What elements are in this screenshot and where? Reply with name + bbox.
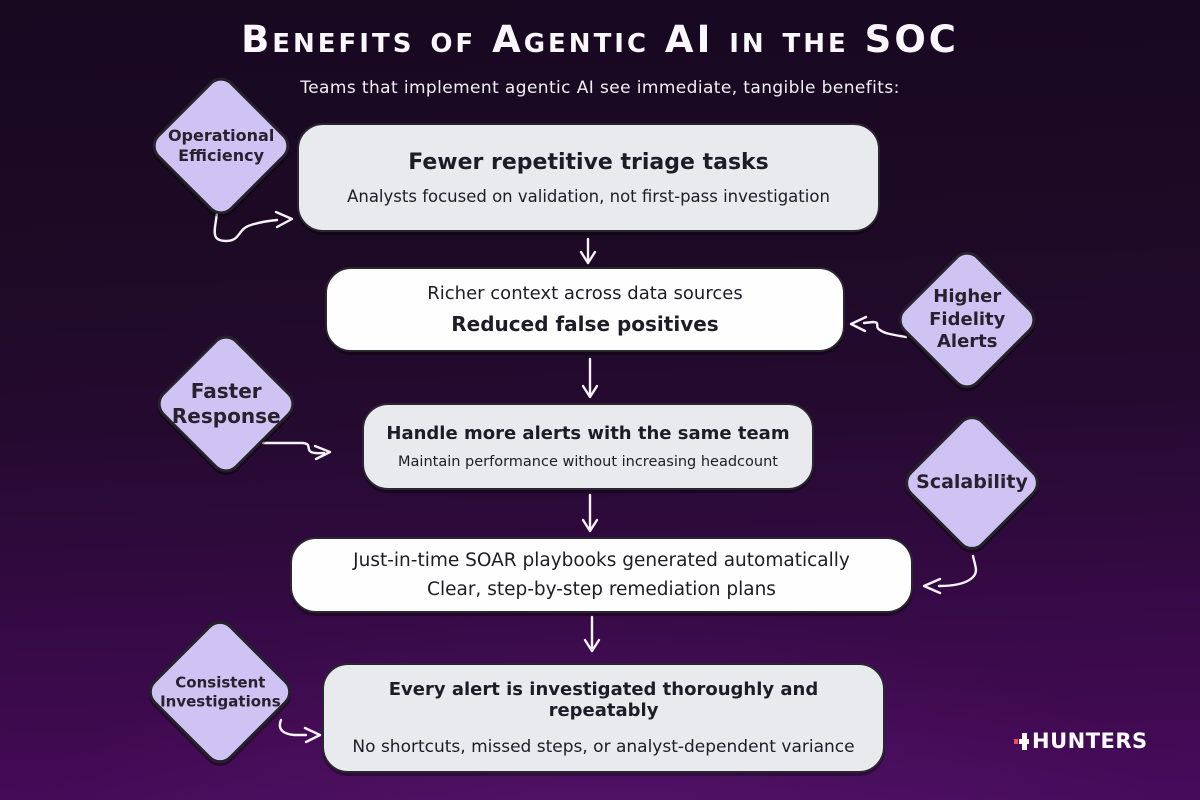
diamond-faster-response-label: Faster Response <box>171 379 281 429</box>
benefit-box-playbooks: Just-in-time SOAR playbooks generated au… <box>290 537 913 613</box>
diamond-consistent-investigations-label: Consistent Investigations <box>159 673 281 711</box>
connector-operational-efficiency-head <box>274 210 294 229</box>
connector-operational-efficiency <box>213 211 279 243</box>
benefit-box-scale-team: Handle more alerts with the same team Ma… <box>362 403 814 490</box>
benefit-box-triage-subtitle: Analysts focused on validation, not firs… <box>347 186 830 206</box>
benefit-box-context-subtitle: Reduced false positives <box>451 312 719 336</box>
benefit-box-investigations-subtitle: No shortcuts, missed steps, or analyst-d… <box>352 737 855 757</box>
page-subtitle: Teams that implement agentic AI see imme… <box>300 78 900 98</box>
down-arrow-1-head <box>579 250 597 265</box>
connector-scalability-head <box>922 577 942 595</box>
benefit-box-scale-team-subtitle: Maintain performance without increasing … <box>398 454 778 470</box>
benefit-box-triage: Fewer repetitive triage tasks Analysts f… <box>297 123 880 232</box>
benefit-box-triage-title: Fewer repetitive triage tasks <box>408 149 769 175</box>
diamond-scalability: Scalability <box>898 409 1046 557</box>
benefit-box-scale-team-title: Handle more alerts with the same team <box>386 423 790 444</box>
down-arrow-3-head <box>581 518 599 533</box>
diamond-scalability-label: Scalability <box>916 471 1028 494</box>
connector-consistent-investigations <box>278 718 308 737</box>
down-arrow-4-head <box>583 638 601 653</box>
connector-faster-response <box>261 441 326 455</box>
benefit-box-context-title: Richer context across data sources <box>427 283 743 304</box>
diamond-consistent-investigations: Consistent Investigations <box>142 614 298 770</box>
hunters-logo: HUNTERS <box>1014 729 1148 753</box>
benefit-box-playbooks-subtitle: Clear, step-by-step remediation plans <box>427 579 776 600</box>
benefit-box-investigations-title: Every alert is investigated thoroughly a… <box>388 679 819 721</box>
diamond-operational-efficiency-label: Operational Efficiency <box>167 126 275 166</box>
connector-scalability <box>937 554 978 588</box>
benefit-box-context: Richer context across data sources Reduc… <box>325 267 845 352</box>
down-arrow-2-head <box>581 384 599 399</box>
connector-faster-response-head <box>313 444 332 461</box>
diamond-faster-response: Faster Response <box>151 329 301 479</box>
diamond-higher-fidelity-alerts-label: Higher Fidelity Alerts <box>928 286 1006 353</box>
hunters-logo-text: HUNTERS <box>1032 729 1148 753</box>
connector-higher-fidelity-head <box>849 315 868 333</box>
connector-consistent-investigations-head <box>303 726 322 744</box>
benefit-box-investigations: Every alert is investigated thoroughly a… <box>322 663 885 773</box>
diamond-higher-fidelity-alerts: Higher Fidelity Alerts <box>892 245 1042 395</box>
hunters-crosshair-icon <box>1014 732 1029 750</box>
benefit-box-playbooks-title: Just-in-time SOAR playbooks generated au… <box>353 550 850 571</box>
page-title: Benefits of Agentic AI in the SOC <box>241 18 959 61</box>
